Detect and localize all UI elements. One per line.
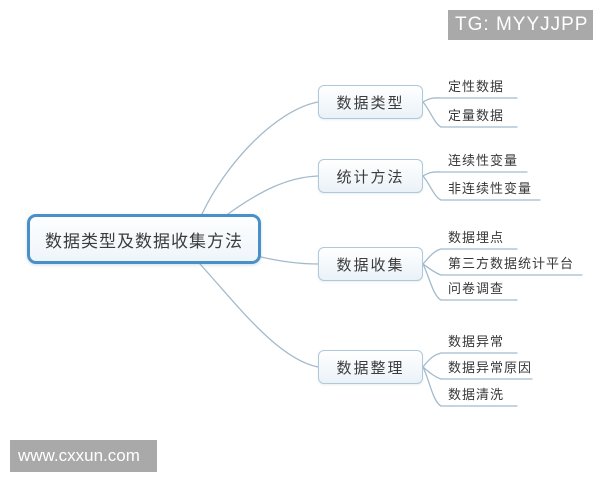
edge-leaf-3-3 xyxy=(422,263,518,301)
leaf-topic[interactable]: 定性数据 xyxy=(448,80,505,95)
edge-leaf-4-1 xyxy=(422,352,518,368)
leaf-topic[interactable]: 问卷调查 xyxy=(448,282,505,297)
edge-root-branch-2 xyxy=(227,175,319,215)
edge-leaf-4-2 xyxy=(422,366,533,380)
branch-topic-data-cleaning[interactable]: 数据整理 xyxy=(318,350,423,384)
edge-leaf-1-1 xyxy=(422,97,518,103)
leaf-topic[interactable]: 定量数据 xyxy=(448,109,505,124)
leaf-topic[interactable]: 数据埋点 xyxy=(448,231,505,246)
edge-root-branch-3 xyxy=(260,256,319,265)
website-watermark-badge: www.cxxun.com xyxy=(10,440,157,472)
leaf-topic[interactable]: 数据异常 xyxy=(448,335,505,350)
edge-root-branch-1 xyxy=(201,101,319,215)
edge-leaf-4-3 xyxy=(422,366,518,407)
leaf-topic[interactable]: 连续性变量 xyxy=(448,154,519,169)
leaf-topic[interactable]: 非连续性变量 xyxy=(448,182,533,197)
edge-leaf-1-2 xyxy=(422,101,518,128)
branch-topic-statistics-method[interactable]: 统计方法 xyxy=(318,159,423,193)
telegram-watermark-badge: TG: MYYJJPP xyxy=(448,10,593,40)
leaf-topic[interactable]: 数据异常原因 xyxy=(448,361,533,376)
edge-leaf-2-1 xyxy=(422,171,528,177)
edge-leaf-2-2 xyxy=(422,175,541,201)
edge-leaf-3-1 xyxy=(422,248,518,265)
leaf-topic[interactable]: 第三方数据统计平台 xyxy=(448,257,575,272)
leaf-topic[interactable]: 数据清洗 xyxy=(448,388,505,403)
edge-leaf-3-2 xyxy=(422,263,583,276)
edge-root-branch-4 xyxy=(199,263,319,368)
branch-topic-data-type[interactable]: 数据类型 xyxy=(318,85,423,119)
root-topic[interactable]: 数据类型及数据收集方法 xyxy=(27,214,261,264)
branch-topic-data-collection[interactable]: 数据收集 xyxy=(318,247,423,281)
